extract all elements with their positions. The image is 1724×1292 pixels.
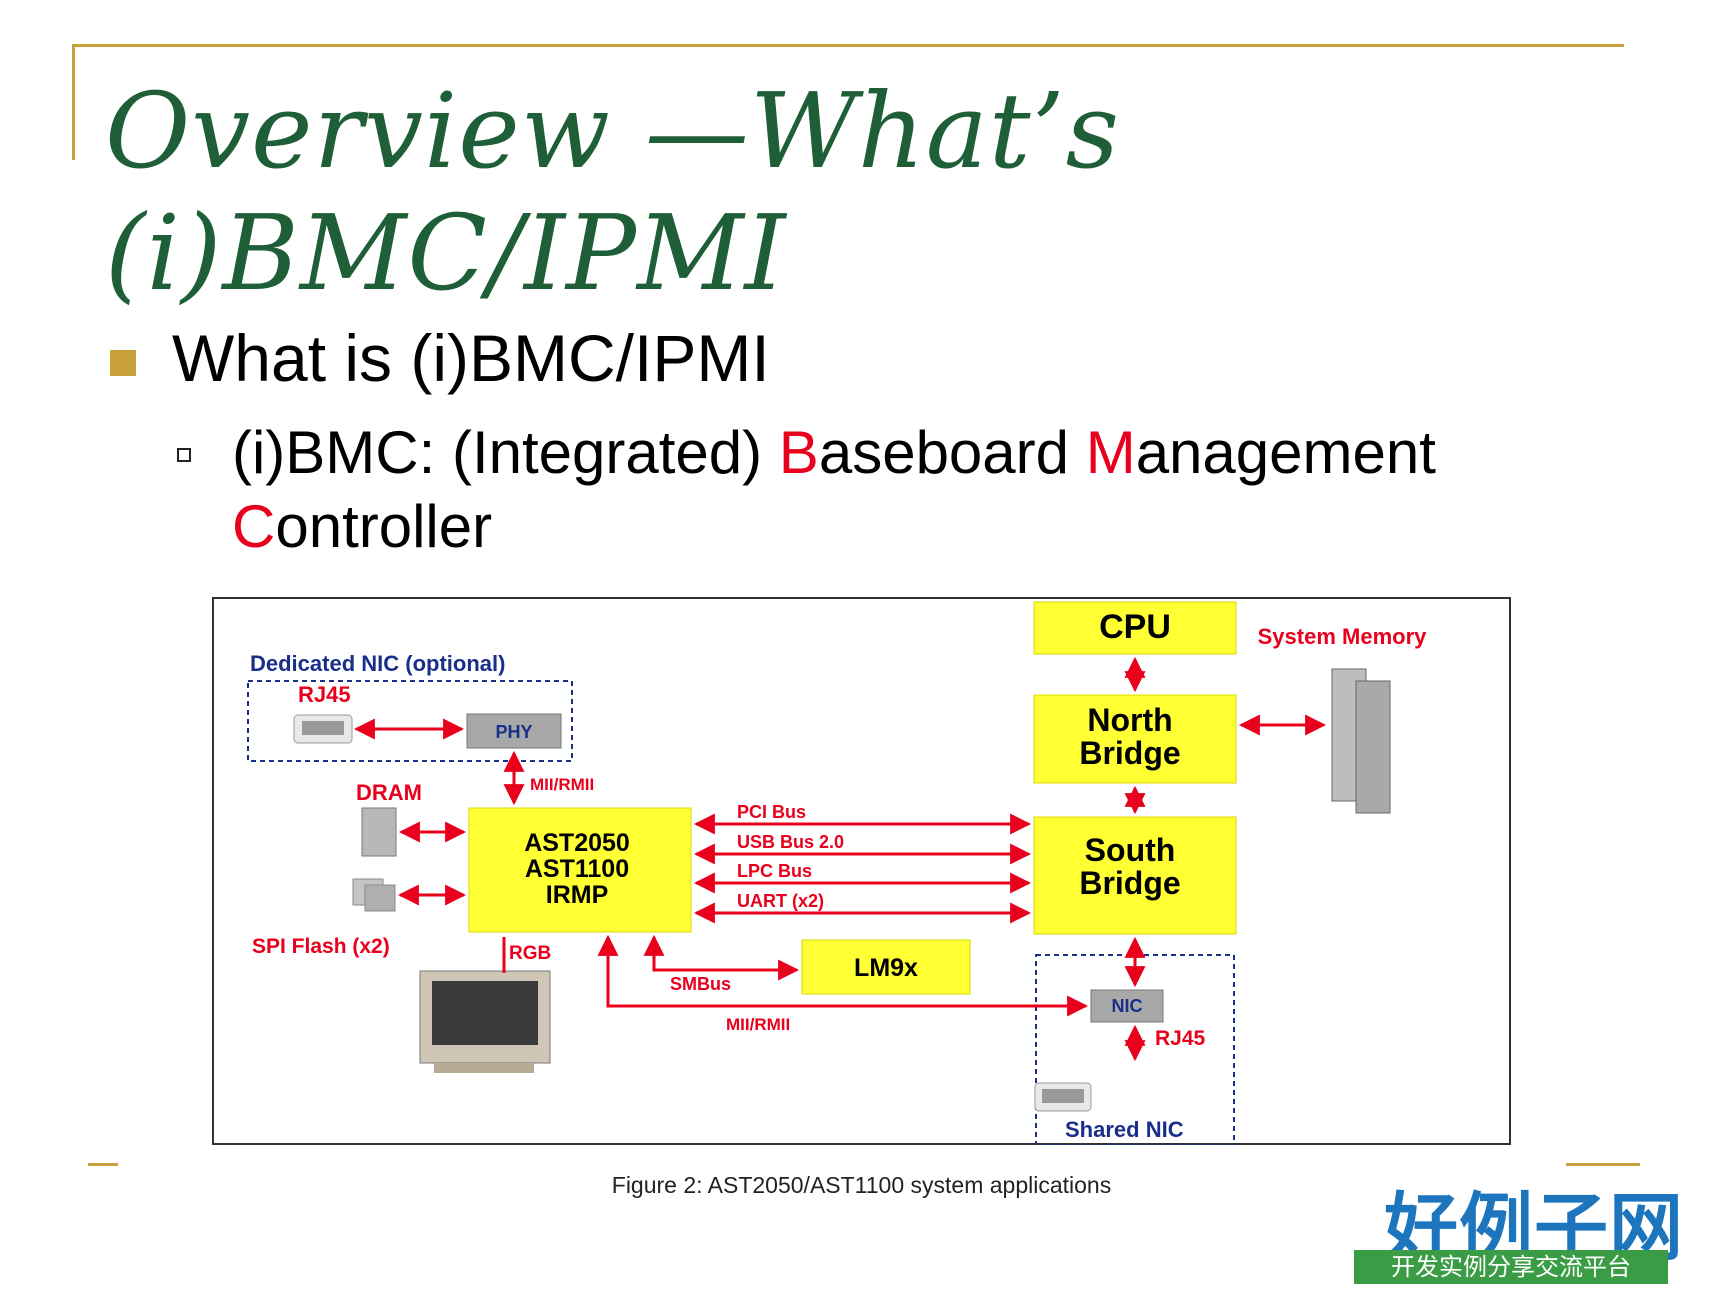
dram-label: DRAM xyxy=(356,780,422,805)
dedicated-nic-label: Dedicated NIC (optional) xyxy=(250,651,505,676)
cpu-label: CPU xyxy=(1099,608,1171,646)
usb-bus-label: USB Bus 2.0 xyxy=(737,832,844,852)
south-bridge-label-2: Bridge xyxy=(1079,865,1180,901)
ast-chip-box xyxy=(468,807,692,933)
diagram-frame xyxy=(212,597,1511,1145)
mii-rmii-bottom-label: MII/RMII xyxy=(726,1015,790,1034)
lm9x-label: LM9x xyxy=(854,954,918,982)
left-rule xyxy=(72,44,75,160)
top-rule xyxy=(74,44,1624,47)
smbus-label: SMBus xyxy=(670,974,731,994)
cpu-box xyxy=(1033,601,1237,655)
bullet-level1-text: What is (i)BMC/IPMI xyxy=(172,321,770,395)
bmc-c-rest: ontroller xyxy=(275,493,493,560)
spi-flash-icon-2 xyxy=(364,884,396,912)
bullet-level2-text: (i)BMC: (Integrated) Baseboard Managemen… xyxy=(232,416,1532,564)
bottom-left-rule xyxy=(88,1163,118,1166)
chip-label-3: IRMP xyxy=(546,881,609,909)
system-memory-label: System Memory xyxy=(1258,624,1428,649)
shared-nic-label: Shared NIC xyxy=(1065,1117,1184,1142)
bmc-letter-m: M xyxy=(1085,419,1136,486)
nic-box xyxy=(1090,989,1164,1023)
north-bridge-box xyxy=(1033,694,1237,784)
chip-label-2: AST1100 xyxy=(525,855,629,883)
title-line-2: (i)BMC/IPMI xyxy=(105,192,787,314)
bus-arrows xyxy=(353,656,1327,1062)
bmc-prefix: (i)BMC: (Integrated) xyxy=(232,419,779,486)
rgb-label: RGB xyxy=(509,943,551,964)
rj45-connector-bottom-icon xyxy=(1034,1082,1092,1112)
rj45-top-label: RJ45 xyxy=(298,682,351,707)
bmc-m-rest: anagement xyxy=(1135,419,1436,486)
mii-rmii-top-label: MII/RMII xyxy=(530,775,594,794)
north-bridge-label-2: Bridge xyxy=(1079,735,1180,771)
dram-icon xyxy=(361,807,397,857)
system-diagram: CPU System Memory North Bridge South Bri… xyxy=(247,601,1428,1145)
dedicated-nic-group xyxy=(247,680,573,762)
bmc-b-rest: aseboard xyxy=(818,419,1086,486)
system-memory-stick-2 xyxy=(1355,680,1391,814)
bmc-letter-b: B xyxy=(778,419,819,486)
rj45-bottom-label: RJ45 xyxy=(1155,1027,1206,1050)
phy-label: PHY xyxy=(495,722,532,742)
bmc-letter-c: C xyxy=(232,493,276,560)
bottom-right-rule xyxy=(1566,1163,1640,1166)
north-bridge-label-1: North xyxy=(1087,702,1172,738)
nic-label: NIC xyxy=(1112,996,1143,1016)
pci-bus-label: PCI Bus xyxy=(737,802,806,822)
figure-caption: Figure 2: AST2050/AST1100 system applica… xyxy=(611,1172,1112,1198)
bullet-hollow-square-icon xyxy=(177,448,191,462)
slide-title: Overview —What’s (i)BMC/IPMI xyxy=(105,70,1205,314)
chip-label-1: AST2050 xyxy=(524,829,630,857)
rj45-connector-top-icon xyxy=(293,714,353,744)
title-line-1: Overview —What’s xyxy=(105,70,1121,192)
uart-label: UART (x2) xyxy=(737,891,824,911)
south-bridge-box xyxy=(1033,816,1237,935)
phy-box xyxy=(466,713,562,749)
watermark-tagline: 开发实例分享交流平台 xyxy=(1354,1250,1668,1284)
bullet-square-icon xyxy=(110,350,136,376)
lpc-bus-label: LPC Bus xyxy=(737,861,812,881)
monitor-icon xyxy=(419,970,551,1073)
south-bridge-label-1: South xyxy=(1085,832,1176,868)
spi-flash-label: SPI Flash (x2) xyxy=(252,935,390,958)
